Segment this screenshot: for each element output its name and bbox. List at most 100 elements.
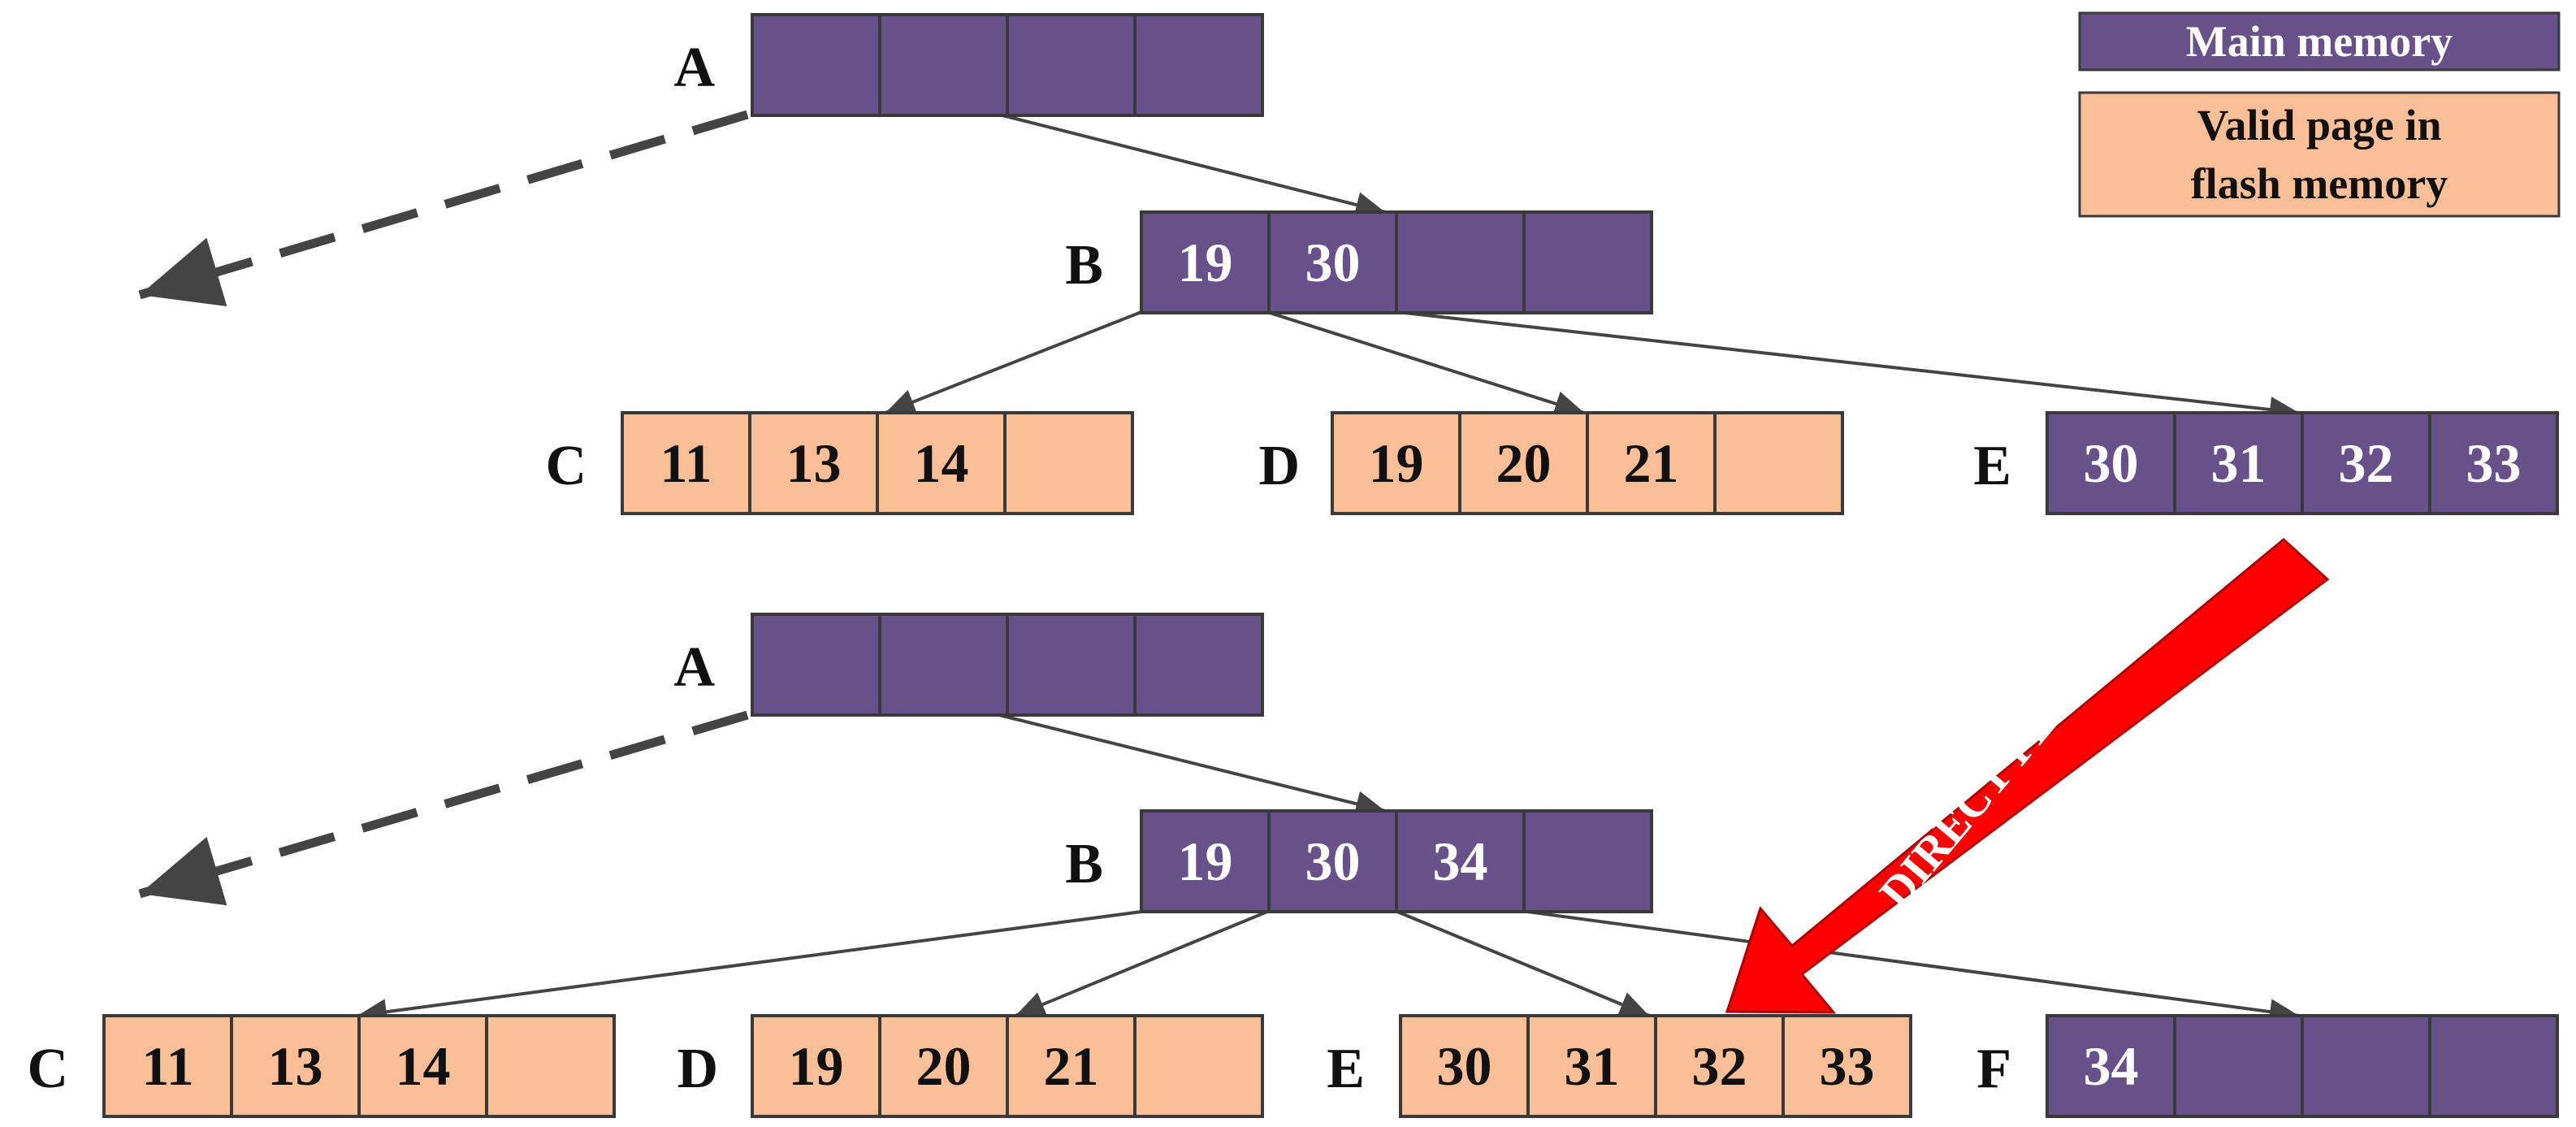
node-cell <box>621 411 751 515</box>
node-cell <box>1713 411 1844 515</box>
node-cell <box>1782 1014 1912 1118</box>
node-cell <box>2428 411 2559 515</box>
node-label: B <box>1065 833 1103 895</box>
node-label: D <box>677 1038 718 1100</box>
node-cell <box>878 13 1009 117</box>
node-key: 19 <box>1178 232 1233 293</box>
node-cell <box>2301 1014 2431 1118</box>
edge-top-a-b <box>998 113 1386 218</box>
bottom-node-b: B 19 30 34 <box>1065 809 1653 913</box>
edge-top-b-c <box>885 310 1142 414</box>
node-cell <box>230 1014 361 1118</box>
node-key: 34 <box>1433 830 1488 892</box>
node-cell <box>1006 613 1136 717</box>
node-label: E <box>1973 435 2011 497</box>
node-key: 19 <box>789 1035 844 1097</box>
legend-main-memory-label: Main memory <box>2186 17 2453 66</box>
node-key: 33 <box>2466 432 2522 494</box>
node-label: F <box>1976 1038 2011 1100</box>
node-key: 14 <box>914 432 969 494</box>
edge-bottom-a-b <box>998 713 1386 817</box>
bottom-node-f: F 34 <box>1976 1014 2559 1118</box>
top-tree-edges <box>138 110 2300 423</box>
legend-flash-swatch <box>2078 91 2561 218</box>
node-cell <box>748 411 879 515</box>
node-label: B <box>1065 234 1103 297</box>
node-cell <box>1006 13 1136 117</box>
node-key: 21 <box>1624 432 1679 494</box>
bottom-node-e: E 30 31 32 33 <box>1327 1014 1912 1118</box>
node-cell <box>2301 411 2431 515</box>
node-key: 21 <box>1044 1035 1099 1097</box>
node-cell <box>878 613 1009 717</box>
node-key: 30 <box>1305 830 1361 892</box>
node-key: 33 <box>1820 1035 1875 1097</box>
node-key: 11 <box>660 432 712 494</box>
direct-flush-label: DIRECT FLUSH <box>1870 626 2127 918</box>
node-cell <box>1003 411 1134 515</box>
node-key: 30 <box>1305 232 1361 293</box>
node-key: 34 <box>2084 1035 2139 1097</box>
node-key: 19 <box>1369 432 1424 494</box>
node-label: E <box>1327 1038 1365 1100</box>
legend: Main memory Valid page in flash memory <box>2078 11 2561 218</box>
node-key: 20 <box>916 1035 972 1097</box>
edge-top-b-e <box>1396 310 2300 423</box>
node-cell <box>1458 411 1589 515</box>
node-key: 20 <box>1496 432 1552 494</box>
node-key: 19 <box>1178 830 1233 892</box>
edge-bottom-b-d <box>1015 910 1268 1017</box>
node-key: 11 <box>141 1035 193 1097</box>
node-key: 13 <box>268 1035 323 1097</box>
node-cell <box>2046 1014 2176 1118</box>
node-key: 31 <box>2211 432 2266 494</box>
node-cell <box>2428 1014 2559 1118</box>
node-label: A <box>673 37 715 99</box>
bottom-node-d: D 19 20 21 <box>677 1014 1264 1118</box>
legend-flash-label-line2: flash memory <box>2191 159 2448 208</box>
node-cell <box>1133 613 1264 717</box>
node-label: C <box>545 435 587 497</box>
node-key: 32 <box>2339 432 2394 494</box>
node-label: A <box>673 636 715 699</box>
edge-bottom-b-c <box>357 910 1142 1025</box>
legend-flash-label-line1: Valid page in <box>2197 101 2441 150</box>
node-cell <box>1399 1014 1530 1118</box>
node-cell <box>1526 1014 1657 1118</box>
node-key: 31 <box>1565 1035 1620 1097</box>
node-cell <box>1522 809 1653 913</box>
top-node-e: E 30 31 32 33 <box>1973 411 2559 515</box>
node-label: C <box>27 1038 68 1100</box>
node-cell <box>1586 411 1717 515</box>
direct-flush-arrow: DIRECT FLUSH <box>1725 538 2330 1014</box>
node-cell <box>1133 13 1264 117</box>
node-cell <box>876 411 1007 515</box>
bottom-tree-edges <box>138 710 2300 1025</box>
node-cell <box>485 1014 616 1118</box>
edge-bottom-b-f <box>1526 910 2300 1025</box>
node-cell <box>751 13 881 117</box>
edge-top-b-d <box>1266 310 1585 417</box>
node-cell <box>2046 411 2176 515</box>
node-key: 14 <box>396 1035 451 1097</box>
node-label: D <box>1258 435 1300 497</box>
node-key: 30 <box>2084 432 2139 494</box>
top-node-d: D 19 20 21 <box>1258 411 1844 515</box>
node-cell <box>1133 1014 1264 1118</box>
edge-bottom-a-left-dashed <box>138 710 749 906</box>
node-cell <box>751 613 881 717</box>
edge-top-a-left-dashed <box>138 110 749 307</box>
node-cell <box>2173 411 2304 515</box>
direct-flush-arrow-shape <box>1725 538 2330 1014</box>
node-cell <box>102 1014 233 1118</box>
top-node-a: A <box>673 13 1264 117</box>
node-cell <box>1331 411 1461 515</box>
edge-bottom-b-e <box>1396 910 1650 1017</box>
node-cell <box>1395 210 1526 314</box>
node-key: 13 <box>786 432 842 494</box>
node-key: 30 <box>1437 1035 1492 1097</box>
node-cell <box>1140 809 1271 913</box>
node-key: 32 <box>1692 1035 1747 1097</box>
bottom-node-a: A <box>673 613 1264 717</box>
